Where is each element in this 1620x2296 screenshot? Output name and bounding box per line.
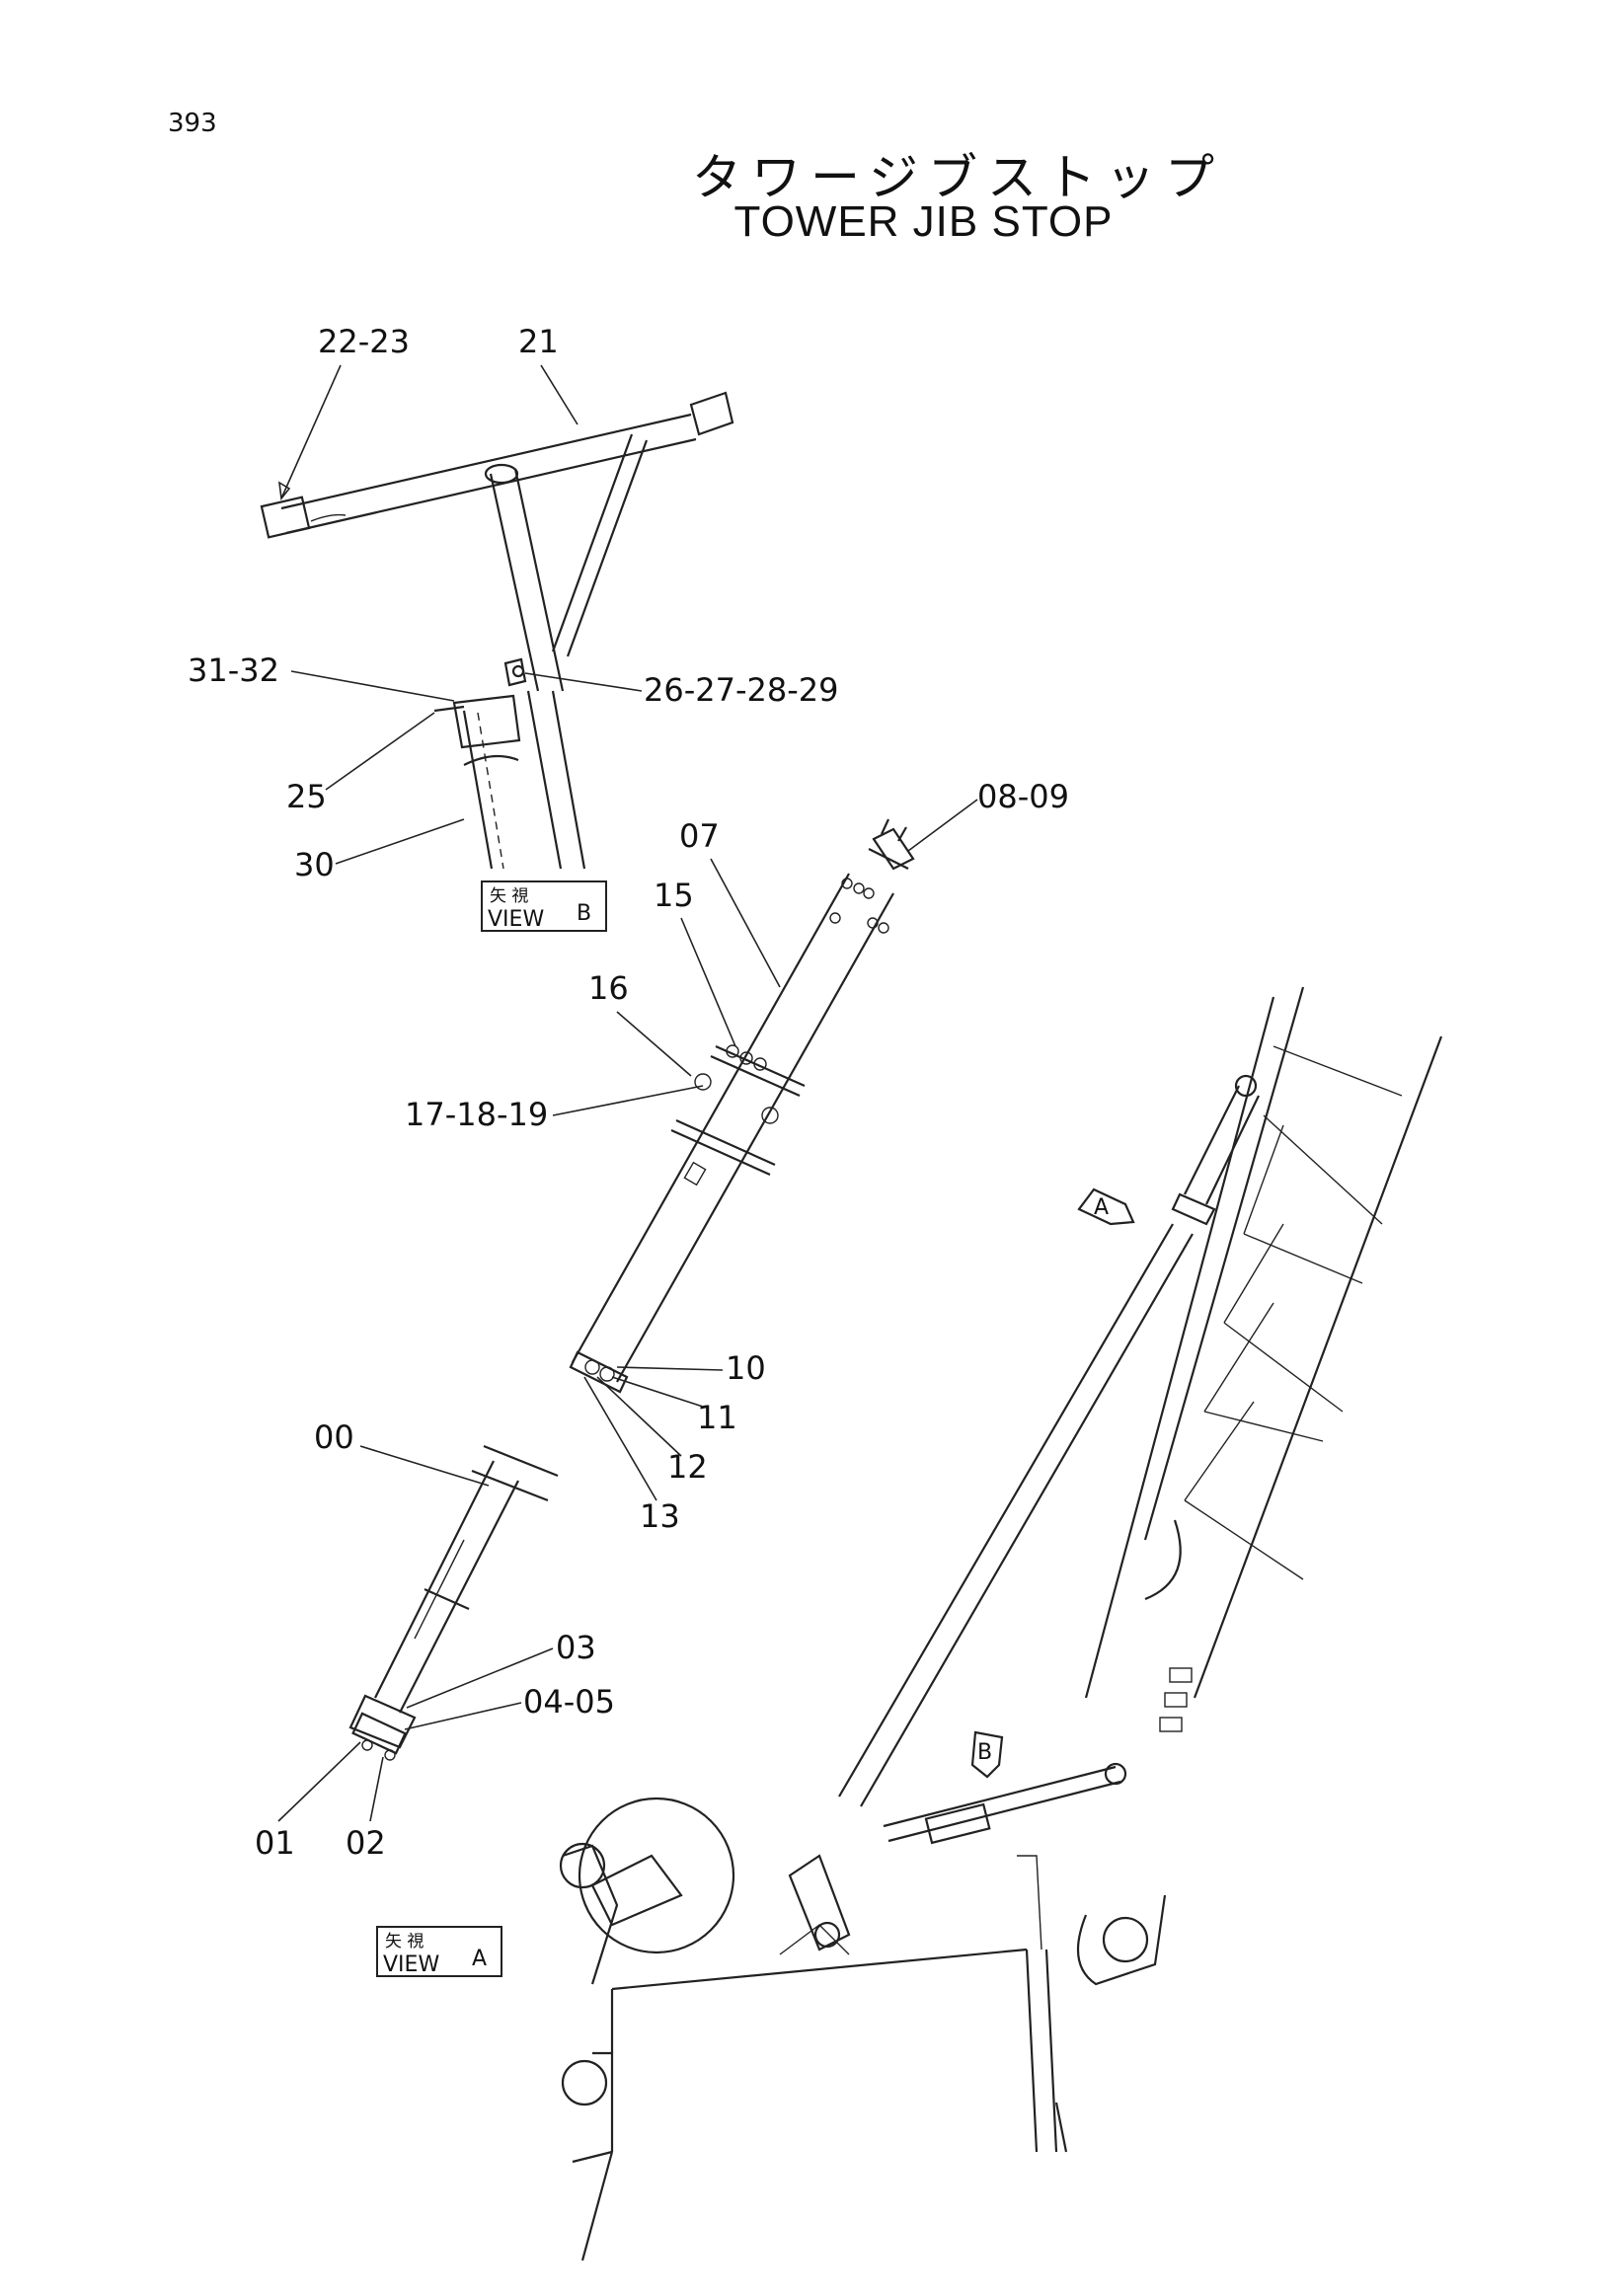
label-22-23: 22-23: [318, 323, 410, 360]
title-english: TOWER JIB STOP: [733, 197, 1114, 246]
stop-cylinder-assembly: [348, 818, 915, 1761]
svg-text:B: B: [977, 1740, 992, 1765]
view-b-label: 矢 視 VIEW B: [481, 880, 607, 932]
label-10: 10: [726, 1349, 766, 1387]
label-01: 01: [255, 1824, 295, 1862]
svg-text:VIEW: VIEW: [488, 907, 544, 932]
view-b-assembly: [260, 391, 734, 870]
svg-text:VIEW: VIEW: [383, 1952, 439, 1977]
label-30: 30: [294, 846, 335, 883]
label-16: 16: [588, 969, 629, 1007]
label-00: 00: [314, 1418, 354, 1456]
svg-text:A: A: [472, 1947, 487, 1971]
label-26-29: 26-27-28-29: [644, 671, 839, 709]
label-11: 11: [697, 1399, 737, 1436]
label-31-32: 31-32: [188, 651, 279, 689]
label-17-19: 17-18-19: [405, 1096, 548, 1133]
label-03: 03: [556, 1629, 596, 1666]
svg-text:B: B: [577, 901, 591, 926]
label-25: 25: [286, 778, 327, 815]
label-04-05: 04-05: [523, 1683, 615, 1721]
label-02: 02: [346, 1824, 386, 1862]
label-07: 07: [679, 817, 720, 855]
svg-text:矢 視: 矢 視: [385, 1932, 424, 1952]
part-labels: 22-23 21 31-32 26-27-28-29 25 30 08-09 0…: [188, 323, 1069, 1862]
label-08-09: 08-09: [977, 778, 1069, 815]
svg-text:A: A: [1094, 1195, 1109, 1220]
label-15: 15: [654, 877, 694, 914]
label-12: 12: [667, 1448, 708, 1486]
svg-text:矢 視: 矢 視: [490, 886, 528, 906]
label-21: 21: [518, 323, 559, 360]
title-japanese: タワージブストップ: [692, 149, 1224, 206]
view-a-label: 矢 視 VIEW A: [376, 1926, 502, 1977]
page-number: 393: [168, 109, 217, 138]
label-13: 13: [640, 1497, 680, 1535]
view-a-crane-assembly: A B: [559, 986, 1443, 2261]
